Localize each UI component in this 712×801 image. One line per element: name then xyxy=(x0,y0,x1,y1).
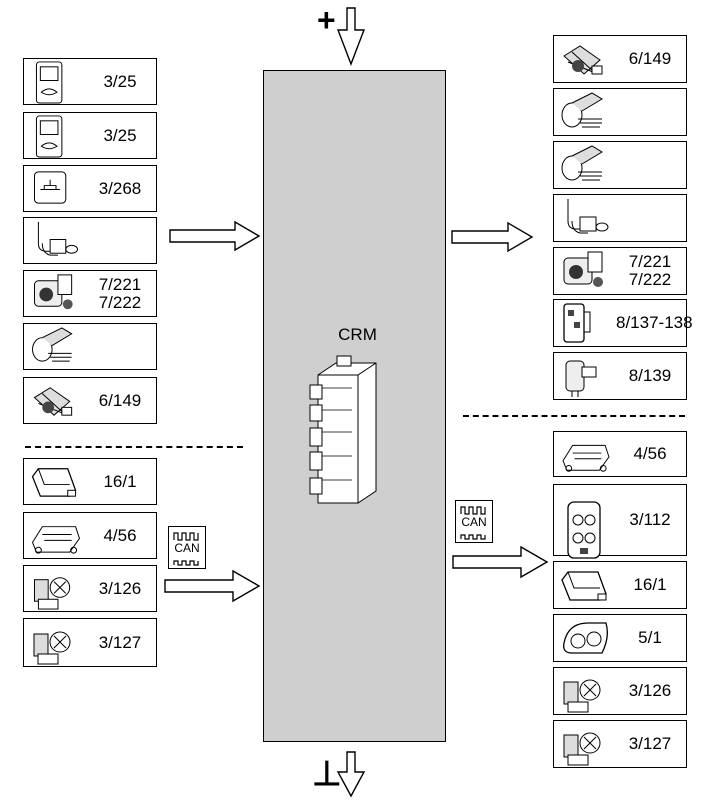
left-input-label-5: 7/221 7/222 xyxy=(98,274,142,312)
window-regulator-icon xyxy=(28,620,84,671)
motor-assembly-icon xyxy=(28,378,84,428)
control-unit-icon xyxy=(28,459,84,509)
left-input-label-1: 3/25 xyxy=(103,71,137,91)
can-badge-right: CAN xyxy=(455,500,493,543)
power-in-arrow xyxy=(336,7,366,66)
right-output-label-5: 7/221 7/222 xyxy=(628,252,672,289)
left-input-item-2: 3/25 xyxy=(23,112,157,159)
left-input-item-7: 6/149 xyxy=(23,377,157,424)
right-can-item-3: 16/1 xyxy=(553,561,687,609)
actuator-motor-icon xyxy=(558,89,614,140)
lock-motor-icon xyxy=(28,271,84,321)
can-badge-right-text: CAN xyxy=(461,515,487,529)
motor-assembly-icon xyxy=(558,36,614,87)
left-input-item-3: 3/268 xyxy=(23,165,157,212)
left-input-label-2: 3/25 xyxy=(103,125,137,145)
right-can-label-1: 4/56 xyxy=(633,444,667,463)
right-output-item-1: 6/149 xyxy=(553,35,687,83)
right-can-item-4: 5/1 xyxy=(553,614,687,662)
right-can-item-2: 3/112 xyxy=(553,484,687,559)
module-icon xyxy=(558,432,614,481)
left-can-item-2: 4/56 xyxy=(23,512,157,559)
left-can-item-3: 3/126 xyxy=(23,565,157,612)
input-arrow-left-top xyxy=(169,220,261,252)
lock-motor-icon xyxy=(558,248,614,299)
right-output-item-3 xyxy=(553,141,687,189)
power-plus-label: + xyxy=(317,2,336,38)
tailgate-switch-icon xyxy=(28,166,84,216)
left-can-label-2: 4/56 xyxy=(103,525,137,545)
left-can-item-1: 16/1 xyxy=(23,458,157,505)
left-can-label-1: 16/1 xyxy=(103,471,137,491)
right-can-label-4: 5/1 xyxy=(638,628,662,647)
ground-label: ⊥ xyxy=(312,755,342,793)
small-actuator-icon xyxy=(558,353,614,404)
sensor-connector-icon xyxy=(558,195,614,246)
right-output-item-6: 8/137-138 xyxy=(553,299,693,347)
can-arrow-left xyxy=(164,569,261,603)
ground-arrow xyxy=(336,751,366,798)
actuator-motor-icon xyxy=(558,142,614,193)
left-can-label-4: 3/127 xyxy=(98,632,142,652)
right-can-item-5: 3/126 xyxy=(553,667,687,715)
left-separator xyxy=(25,446,243,448)
window-regulator-icon xyxy=(558,721,614,772)
left-input-label-7: 6/149 xyxy=(98,390,142,410)
right-output-item-4 xyxy=(553,194,687,242)
output-arrow-right-top xyxy=(451,221,534,253)
can-badge-left: CAN xyxy=(168,526,206,569)
left-input-item-1: 3/25 xyxy=(23,58,157,105)
left-can-item-4: 3/127 xyxy=(23,618,157,667)
right-separator xyxy=(463,415,685,417)
relay-module-icon xyxy=(558,300,614,351)
left-input-label-3: 3/268 xyxy=(98,178,142,198)
sensor-connector-icon xyxy=(28,218,84,268)
crm-unit-icon xyxy=(309,355,377,504)
right-can-label-6: 3/127 xyxy=(628,734,672,753)
door-handle-switch-icon xyxy=(28,113,84,163)
right-can-label-5: 3/126 xyxy=(628,681,672,700)
window-regulator-icon xyxy=(558,668,614,719)
control-unit-icon xyxy=(558,562,614,613)
left-input-item-6 xyxy=(23,323,157,370)
right-output-label-1: 6/149 xyxy=(628,49,672,68)
door-handle-switch-icon xyxy=(28,59,84,109)
right-output-item-5: 7/221 7/222 xyxy=(553,247,687,295)
left-input-item-4 xyxy=(23,217,157,264)
switch-panel-icon xyxy=(558,497,614,568)
can-arrow-right xyxy=(452,545,549,579)
window-regulator-icon xyxy=(28,566,84,616)
actuator-motor-icon xyxy=(28,324,84,374)
left-input-item-5: 7/221 7/222 xyxy=(23,270,157,317)
can-badge-left-text: CAN xyxy=(174,541,200,555)
right-output-item-2 xyxy=(553,88,687,136)
right-can-label-2: 3/112 xyxy=(629,510,671,529)
crm-label: CRM xyxy=(338,325,377,344)
right-output-label-6: 8/137-138 xyxy=(616,313,693,332)
right-can-label-3: 16/1 xyxy=(633,575,667,594)
right-can-item-1: 4/56 xyxy=(553,431,687,477)
instrument-cluster-icon xyxy=(558,615,614,666)
right-output-label-7: 8/139 xyxy=(628,366,672,385)
module-icon xyxy=(28,513,84,563)
right-output-item-7: 8/139 xyxy=(553,352,687,400)
left-can-label-3: 3/126 xyxy=(98,578,142,598)
right-can-item-6: 3/127 xyxy=(553,720,687,768)
